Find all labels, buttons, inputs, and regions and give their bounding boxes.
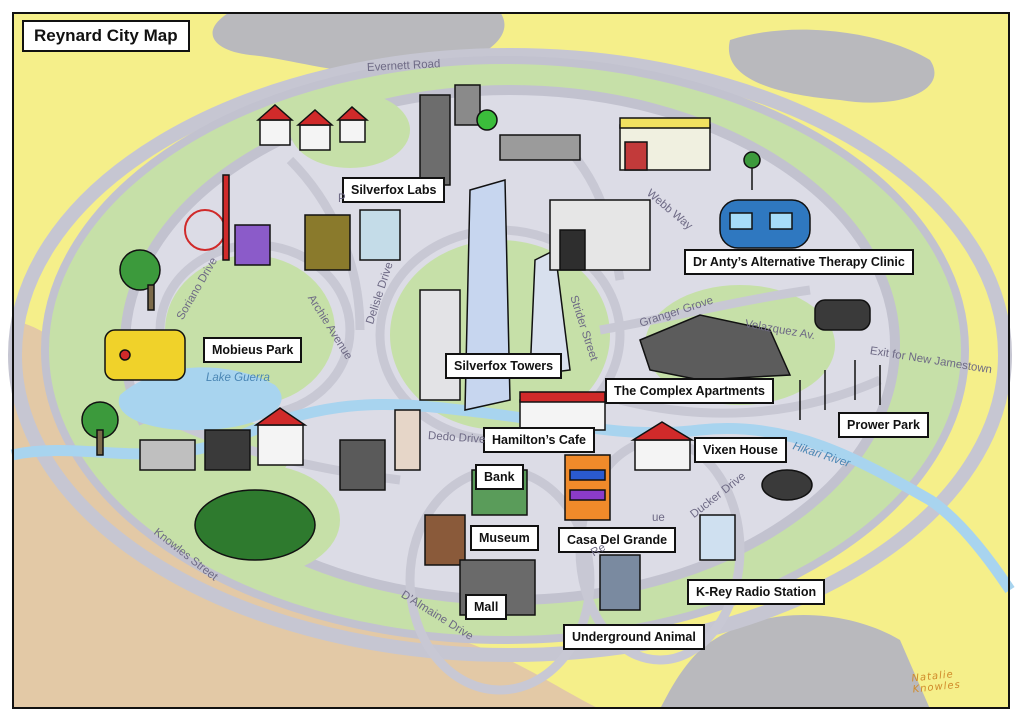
label-silverfox-towers[interactable]: Silverfox Towers	[445, 353, 563, 379]
east-dark-object	[761, 469, 813, 501]
label-casa-del-grande[interactable]: Casa Del Grande	[558, 527, 677, 553]
east-hangar-building	[814, 299, 871, 331]
hill-green	[194, 489, 316, 561]
north-west-apartments	[304, 209, 401, 271]
label-bank[interactable]: Bank	[475, 464, 524, 490]
mountain-area-bottom-right	[660, 615, 930, 709]
outer-ring-road	[8, 48, 1012, 662]
dark-west-building	[339, 409, 421, 491]
yellow-house	[104, 329, 186, 381]
label-prower-park[interactable]: Prower Park	[838, 412, 929, 438]
ferris-wheel	[184, 174, 271, 266]
dr-anty-clinic-building	[719, 151, 811, 249]
garage-building	[619, 117, 711, 171]
dirt-area	[12, 320, 600, 709]
silverfox-towers-building	[419, 179, 571, 411]
north-center-complex	[549, 199, 651, 271]
label-k-rey-radio[interactable]: K-Rey Radio Station	[687, 579, 826, 605]
label-museum[interactable]: Museum	[470, 525, 539, 551]
label-vixen-house[interactable]: Vixen House	[694, 437, 787, 463]
lake-guerra-water	[118, 367, 282, 431]
label-mobieus-park[interactable]: Mobieus Park	[203, 337, 303, 363]
complex-apartments-building	[639, 314, 792, 381]
label-hamiltons-cafe[interactable]: Hamilton’s Cafe	[483, 427, 596, 453]
label-dr-anty-clinic[interactable]: Dr Anty’s Alternative Therapy Clinic	[684, 249, 914, 275]
silverfox-labs-building	[419, 84, 581, 186]
museum-building	[424, 514, 466, 566]
map-title: Reynard City Map	[22, 20, 190, 52]
mobieus-tree-west	[81, 249, 161, 456]
water-lake-guerra: Lake Guerra	[206, 372, 270, 384]
casa-del-grande-building	[564, 454, 611, 521]
label-complex-apartments[interactable]: The Complex Apartments	[605, 378, 774, 404]
north-houses	[256, 103, 370, 151]
road-fragment-ue: ue	[652, 512, 665, 524]
road-fragment-p: P	[338, 193, 346, 205]
label-mall[interactable]: Mall	[465, 594, 508, 620]
label-silverfox-labs[interactable]: Silverfox Labs	[342, 177, 446, 203]
vixen-house-building	[630, 421, 695, 471]
underground-animal-building	[599, 554, 641, 611]
label-underground-animal[interactable]: Underground Animal	[563, 624, 705, 650]
hamiltons-cafe-building	[519, 391, 606, 431]
k-rey-radio-building	[699, 514, 736, 561]
mountain-area-top-right	[728, 29, 935, 103]
buildings	[81, 84, 881, 616]
south-west-buildings	[139, 407, 308, 471]
wind-turbines	[799, 360, 881, 420]
